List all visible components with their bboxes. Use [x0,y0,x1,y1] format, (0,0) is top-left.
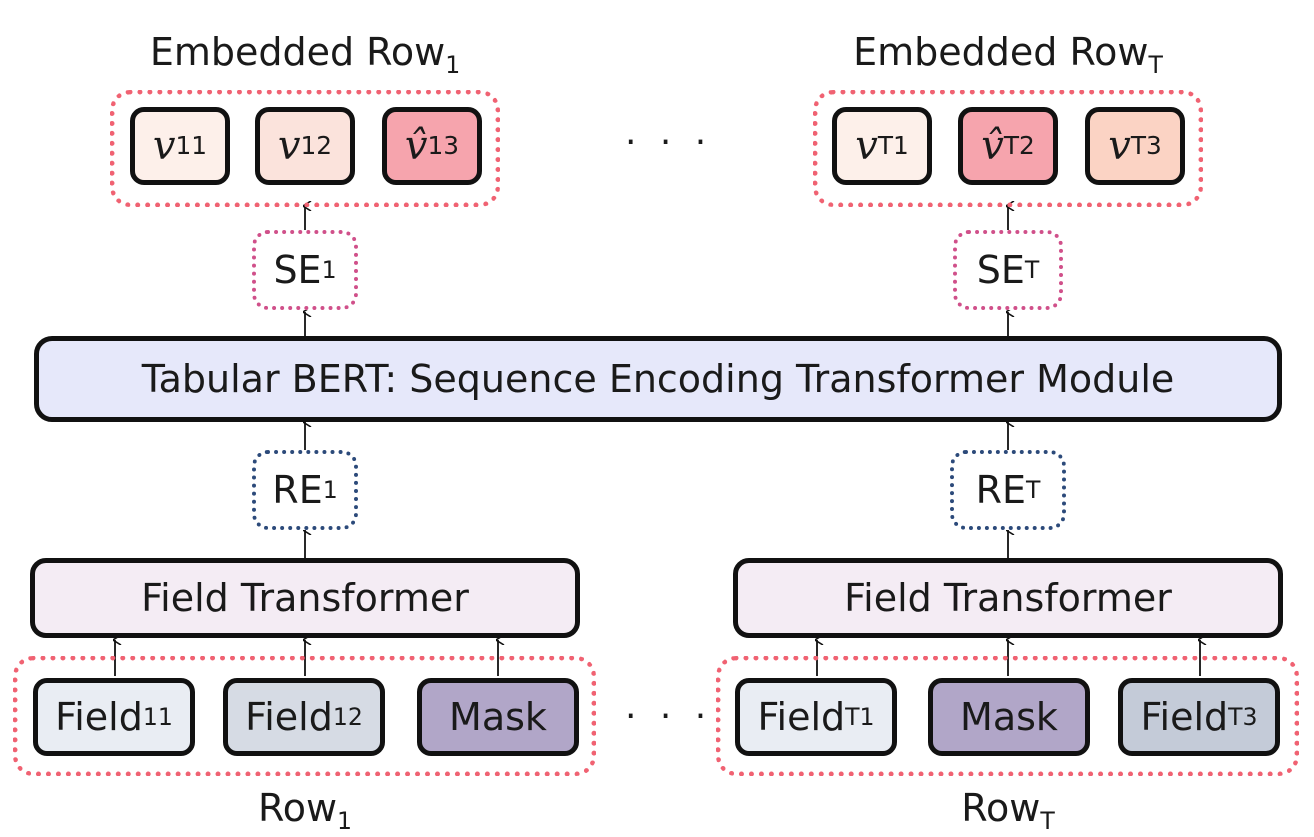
embedded-row-1-group [110,90,500,207]
field-name: Field [757,695,846,739]
field-transformer-right: Field Transformer [733,558,1283,638]
embedding-variable: v [855,123,878,169]
embedding-vT2-hat: v̂T2 [958,107,1058,185]
mask-left: Mask [417,678,579,756]
mask-right: Mask [928,678,1090,756]
row-t-label: RowT [961,786,1055,836]
embedded-row-t-label: Embedded RowT [853,30,1163,80]
field-name: Field [55,695,143,739]
ellipsis-top: · · · [625,122,713,163]
row-1-group [13,656,596,776]
field-name: Mask [960,695,1058,739]
embedding-variable: v [152,123,176,169]
embedded-row-1-label: Embedded Row1 [149,30,461,80]
embedding-variable: v [1108,123,1131,169]
row-1-label: Row1 [257,786,353,836]
field-transformer-left: Field Transformer [30,558,580,638]
embedding-variable: v̂ [404,123,428,169]
field-name: Mask [449,695,547,739]
embedding-v13-hat: v̂13 [382,107,482,185]
field-name: Field [245,695,333,739]
embedding-variable: v̂ [981,123,1004,169]
field-name: Field [1140,695,1229,739]
embedded-row-t-group [813,90,1203,207]
row-t-group [716,656,1299,776]
embedding-variable: v [277,123,301,169]
ellipsis-bottom: · · · [625,696,713,737]
tabular-bert-module: Tabular BERT: Sequence Encoding Transfor… [34,336,1282,422]
